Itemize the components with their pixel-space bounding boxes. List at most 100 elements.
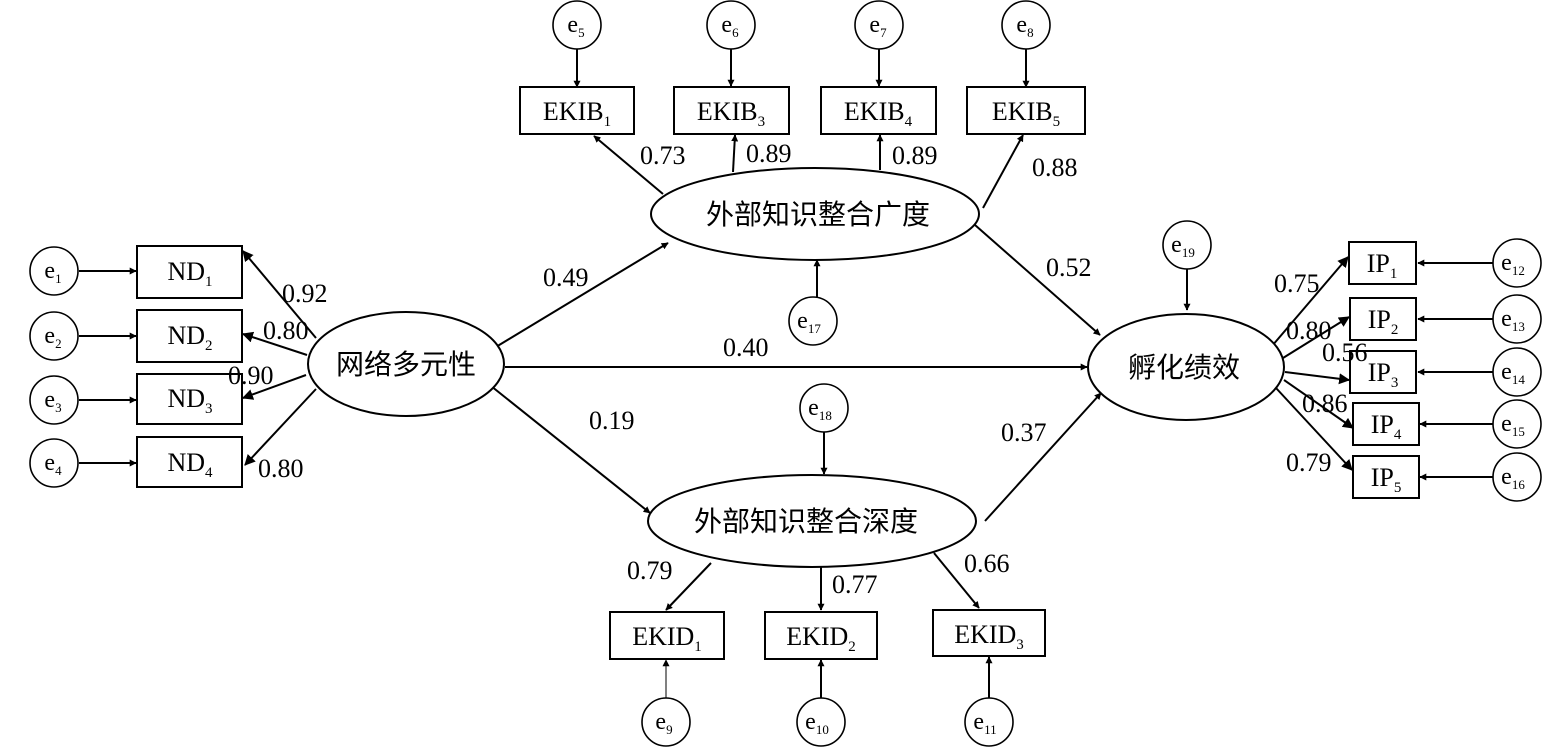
arrow-ekid-ip — [984, 392, 1102, 522]
indicator-nd3-sub: 3 — [205, 401, 213, 417]
indicator-ekib5-name: EKIB — [992, 97, 1053, 126]
error-e11: e11 — [964, 697, 1014, 747]
indicator-nd2-sub: 2 — [205, 338, 213, 354]
error-e15-sub: 15 — [1512, 424, 1525, 439]
latent-ekib-label: 外部知识整合广度 — [706, 199, 930, 231]
indicator-ekib4-sub: 4 — [905, 114, 913, 130]
error-e18-sub: 18 — [819, 408, 832, 423]
error-e3-sub: 3 — [55, 400, 62, 415]
indicator-nd4-name: ND — [167, 448, 205, 477]
indicator-ip4: IP4 — [1352, 402, 1420, 446]
error-e1-name: e — [44, 258, 55, 284]
svg-text:EKID3: EKID3 — [954, 620, 1024, 653]
error-e1: e1 — [29, 246, 79, 296]
svg-text:e9: e9 — [655, 709, 672, 737]
arrow-nd-ekid — [480, 377, 651, 514]
error-e8-name: e — [1016, 12, 1027, 38]
svg-text:e4: e4 — [44, 450, 62, 478]
error-e13: e13 — [1492, 294, 1542, 344]
svg-text:e17: e17 — [797, 308, 821, 336]
indicator-ekib5: EKIB5 — [966, 86, 1086, 135]
svg-text:EKID2: EKID2 — [786, 622, 856, 655]
indicator-ekib1-name: EKIB — [543, 97, 604, 126]
svg-text:e19: e19 — [1171, 232, 1195, 260]
error-e5-name: e — [567, 12, 578, 38]
indicator-nd1-name: ND — [167, 257, 205, 286]
error-e19-sub: 19 — [1182, 245, 1195, 260]
svg-text:e18: e18 — [808, 395, 832, 423]
indicator-ip2-sub: 2 — [1391, 322, 1399, 338]
error-e6: e6 — [706, 0, 756, 50]
error-e9-sub: 9 — [666, 722, 673, 737]
loading-ekib3: 0.89 — [746, 139, 792, 168]
latent-ekib: 外部知识整合广度 — [650, 167, 980, 261]
error-e9-name: e — [655, 709, 666, 735]
indicator-ekib4: EKIB4 — [820, 86, 937, 135]
loading-ekib1: 0.73 — [640, 141, 686, 170]
svg-text:e7: e7 — [869, 12, 887, 40]
error-e7: e7 — [854, 0, 904, 50]
svg-text:EKID1: EKID1 — [632, 622, 702, 655]
error-e8: e8 — [1001, 0, 1051, 50]
error-e15-name: e — [1501, 411, 1512, 437]
indicator-ip2: IP2 — [1349, 297, 1417, 341]
indicator-ip4-sub: 4 — [1394, 427, 1402, 443]
svg-text:e14: e14 — [1501, 359, 1525, 387]
indicator-nd4: ND4 — [136, 436, 243, 488]
loading-ip2: 0.80 — [1286, 316, 1332, 345]
svg-text:e3: e3 — [44, 387, 61, 415]
error-e3: e3 — [29, 375, 79, 425]
error-e17-sub: 17 — [808, 321, 822, 336]
indicator-ekid1-sub: 1 — [694, 639, 702, 655]
svg-text:EKIB3: EKIB3 — [697, 97, 765, 130]
latent-ip: 孵化绩效 — [1087, 313, 1285, 421]
svg-text:EKIB1: EKIB1 — [543, 97, 611, 130]
arrow-nd-nd3 — [241, 374, 307, 400]
error-e13-name: e — [1501, 306, 1512, 332]
indicator-ip3: IP3 — [1349, 350, 1417, 394]
path-ekid-ip: 0.37 — [1001, 418, 1047, 447]
indicator-nd3-name: ND — [167, 384, 205, 413]
indicator-nd2-name: ND — [167, 321, 205, 350]
loading-ip4: 0.86 — [1302, 389, 1348, 418]
error-e14-sub: 14 — [1512, 372, 1526, 387]
error-e2-name: e — [44, 323, 55, 349]
error-e19-name: e — [1171, 232, 1182, 258]
error-e7-sub: 7 — [880, 25, 887, 40]
error-e16-sub: 16 — [1512, 477, 1526, 492]
svg-text:EKIB4: EKIB4 — [844, 97, 913, 130]
indicator-ip1-name: IP — [1367, 249, 1390, 278]
indicator-nd2: ND2 — [136, 309, 243, 363]
loading-ip5: 0.79 — [1286, 448, 1332, 477]
error-e14: e14 — [1492, 347, 1542, 397]
loading-ekid2: 0.77 — [832, 570, 878, 599]
svg-text:e12: e12 — [1501, 250, 1525, 278]
svg-text:e2: e2 — [44, 323, 61, 351]
indicator-ip3-sub: 3 — [1391, 375, 1399, 391]
error-e6-sub: 6 — [732, 25, 739, 40]
svg-text:ND4: ND4 — [167, 448, 213, 481]
error-e10: e10 — [796, 697, 846, 747]
indicator-ekid3: EKID3 — [932, 609, 1046, 657]
indicator-ekib3-sub: 3 — [758, 114, 766, 130]
indicator-ekid2-name: EKID — [786, 622, 848, 651]
latent-ip-label: 孵化绩效 — [1128, 352, 1240, 384]
path-ekib-ip: 0.52 — [1046, 253, 1092, 282]
arrow-ip-ip1 — [1271, 256, 1349, 347]
svg-text:IP1: IP1 — [1367, 249, 1398, 282]
svg-text:e13: e13 — [1501, 306, 1525, 334]
svg-text:e5: e5 — [567, 12, 584, 40]
error-e5-sub: 5 — [578, 25, 585, 40]
error-e14-name: e — [1501, 359, 1512, 385]
indicator-ekid2-sub: 2 — [848, 639, 856, 655]
arrow-ekib-ip — [974, 224, 1101, 336]
indicator-ekid3-sub: 3 — [1016, 637, 1024, 653]
latent-nd-label: 网络多元性 — [336, 349, 476, 381]
path-nd-ekid: 0.19 — [589, 406, 635, 435]
error-e18-name: e — [808, 395, 819, 421]
svg-text:e16: e16 — [1501, 464, 1525, 492]
loading-ekid1: 0.79 — [627, 556, 673, 585]
indicator-ekib3: EKIB3 — [673, 86, 790, 135]
error-e10-name: e — [805, 709, 816, 735]
error-e15: e15 — [1492, 399, 1542, 449]
